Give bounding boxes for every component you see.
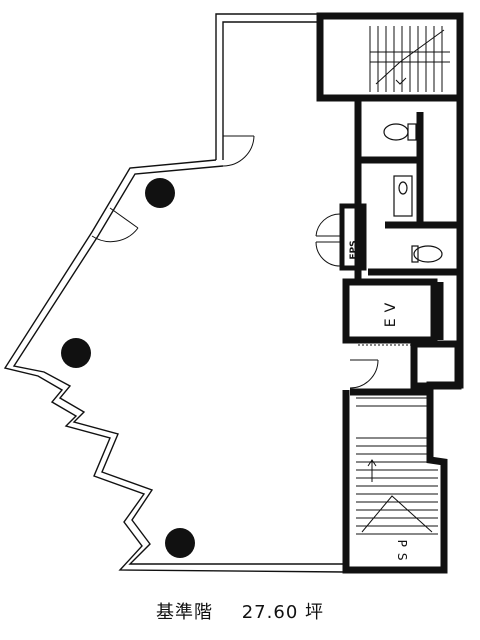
column-1 — [145, 178, 175, 208]
eps-closet — [339, 203, 367, 271]
core-walls — [316, 12, 464, 574]
eps-label: EPS — [349, 240, 359, 259]
column-2 — [61, 338, 91, 368]
floor-name: 基準階 — [156, 602, 213, 623]
toilet-lower — [411, 245, 443, 263]
lower-stairs — [356, 397, 438, 535]
sink — [393, 175, 413, 217]
columns — [61, 178, 195, 558]
floor-caption: 基準階 27.60 坪 — [0, 598, 480, 638]
ev-label: EV — [383, 297, 399, 327]
upper-stairs — [369, 26, 450, 92]
column-3 — [165, 528, 195, 558]
doors — [91, 135, 412, 389]
toilet-upper — [383, 123, 417, 141]
floor-area: 27.60 坪 — [241, 602, 324, 623]
ps-label: PS — [395, 540, 409, 567]
office-outer-wall — [3, 13, 346, 573]
